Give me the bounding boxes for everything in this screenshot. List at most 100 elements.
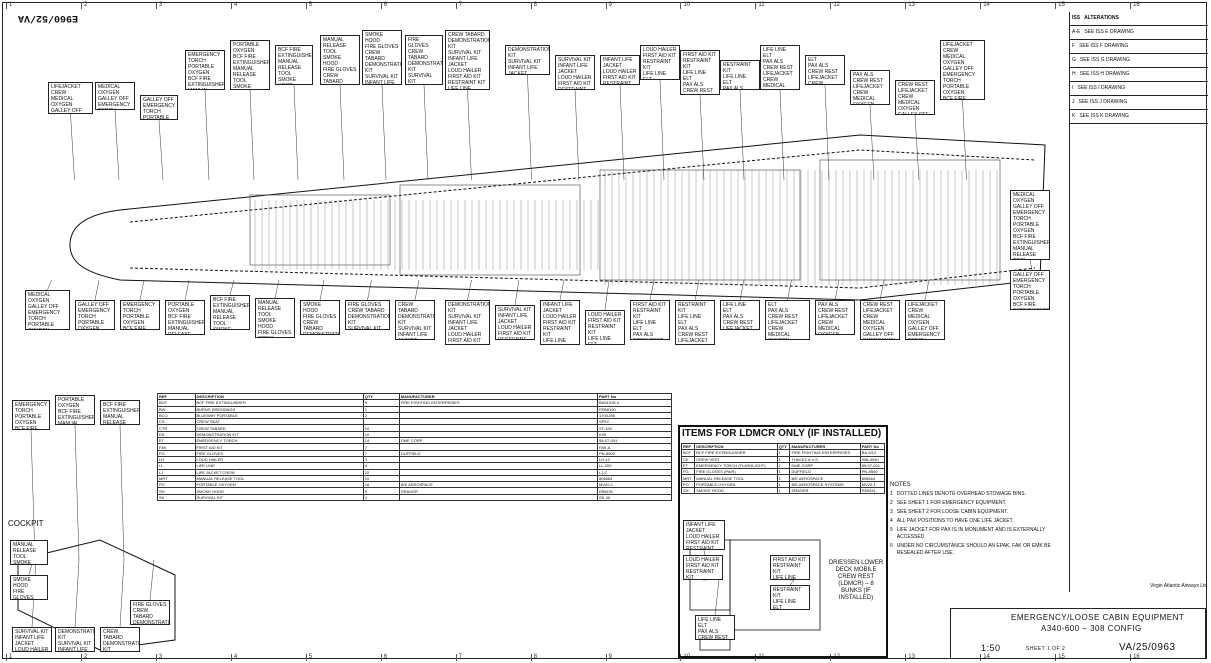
ruler-mark: 2 bbox=[80, 2, 156, 9]
callout-item: GALLEY OFF bbox=[908, 326, 939, 332]
callout-item: LIFE LINE bbox=[448, 86, 472, 90]
callout-item: FIRST AID KIT bbox=[633, 302, 666, 308]
callout-item: SURVIVAL KIT bbox=[448, 50, 482, 56]
equipment-table-cell: DRAGER bbox=[398, 487, 599, 495]
ldmcr-table-cell: SH bbox=[680, 487, 696, 495]
equipment-table-cell bbox=[398, 418, 599, 426]
callout-item: MEDICAL OXYGEN bbox=[853, 96, 876, 105]
revision-cell: A-E bbox=[1072, 29, 1081, 35]
callout-item: BCF FIRE EXTINGUISHER bbox=[103, 402, 140, 414]
callout-item: FIRST AID KIT bbox=[448, 338, 481, 344]
ruler-mark: 9 bbox=[605, 2, 681, 9]
equipment-table-cell: R55431 bbox=[597, 487, 672, 495]
callout-item: FIRST AID KIT bbox=[773, 557, 806, 563]
callout-item: FIRE GLOVES bbox=[258, 330, 292, 336]
callout-item: BCF FIRE EXTINGUISHER bbox=[233, 54, 270, 66]
note-text: SEE SHEET 1 FOR EMERGENCY EQUIPMENT. bbox=[896, 500, 1007, 506]
callout-item: DEMONSTRATION KIT bbox=[365, 62, 402, 74]
equipment-table-cell bbox=[398, 430, 599, 439]
leader-line bbox=[714, 579, 720, 616]
callout-item: ELT bbox=[808, 57, 817, 63]
equipment-table-cell: LJ-C bbox=[597, 468, 672, 476]
ruler-mark: 13 bbox=[905, 654, 980, 661]
callout-item: CREW TABARD bbox=[303, 320, 323, 332]
leader-line bbox=[119, 559, 125, 628]
callout-item: PORTABLE OXYGEN bbox=[58, 397, 85, 409]
ldmcr-title: ITEMS FOR LDMCR ONLY (IF INSTALLED) bbox=[682, 428, 882, 439]
callout-item: DEMONSTRATION KIT bbox=[58, 629, 95, 641]
callout-item: BCF FIRE EXTINGUISHER bbox=[15, 426, 38, 430]
callout-item: INFANT LIFE JACKET bbox=[365, 80, 395, 85]
callout-item: PAX ALS bbox=[678, 326, 699, 332]
equipment-table-cell: LL-200 bbox=[597, 462, 672, 470]
callout-item: LIFEJACKET CREW bbox=[683, 94, 717, 95]
note-text: ALL PAX POSITIONS TO HAVE ONE LIFE JACKE… bbox=[896, 518, 1014, 524]
ldmcr-table-cell: R55431 bbox=[859, 487, 886, 495]
equipment-table-cell: 7 bbox=[362, 449, 400, 457]
callout-item: DEMONSTRATION KIT bbox=[448, 38, 490, 50]
callout-item: LIFE LINE bbox=[543, 338, 567, 344]
callout-item: SMOKE HOOD bbox=[233, 84, 252, 90]
callout-item: GALLEY OFF bbox=[78, 302, 109, 308]
callout-item: SURVIVAL KIT bbox=[365, 74, 399, 80]
ldmcr-table-cell: CREW VEST bbox=[694, 455, 778, 463]
leader-line bbox=[787, 279, 792, 301]
note-number: 4 bbox=[890, 518, 893, 524]
callout-item: FIRST AID KIT bbox=[603, 75, 636, 81]
leader-line bbox=[789, 579, 795, 586]
equipment-table-cell: MV20-1 bbox=[597, 481, 672, 489]
callout-item: EMERGENCY TORCH bbox=[863, 338, 897, 339]
callout-item: FIRST AID KIT bbox=[498, 331, 531, 337]
callout-item: FIRST AID KIT bbox=[543, 320, 576, 326]
equipment-table-cell: 9 bbox=[362, 399, 400, 407]
callout-item: INFANT LIFE JACKET bbox=[15, 635, 45, 647]
leader-line bbox=[423, 84, 429, 181]
callout-item: LIFEJACKET CREW bbox=[863, 308, 893, 320]
callout-item: CREW REST bbox=[818, 308, 848, 314]
callout-item: LOUD HAILER bbox=[498, 325, 532, 331]
callout-item: PORTABLE OXYGEN bbox=[188, 64, 215, 76]
equipment-table-cell: 3 bbox=[362, 455, 400, 464]
callout-item: EMERGENCY TORCH bbox=[1013, 278, 1046, 290]
callout-item: ELT bbox=[723, 308, 732, 314]
callout-item: EMERGENCY TORCH bbox=[943, 72, 976, 84]
callout-item: PAX ALS bbox=[808, 63, 829, 69]
cockpit-label: COCKPIT bbox=[8, 519, 44, 528]
callout-item: RESTRAINT KIT bbox=[773, 587, 802, 599]
ldmcr-panel bbox=[678, 425, 888, 658]
callout-item: CREW REST bbox=[698, 635, 728, 640]
callout-item: LOUD HAILER bbox=[686, 557, 720, 563]
ldmcr-table-cell: MRT bbox=[680, 474, 696, 482]
leader-line bbox=[559, 279, 565, 301]
callout-item: RESTRAINT KIT bbox=[588, 324, 617, 336]
equipment-table-cell bbox=[398, 405, 599, 413]
leader-line bbox=[739, 89, 745, 181]
equipment-table-cell: SK-40 bbox=[597, 493, 672, 502]
callout-item: CREW REST bbox=[763, 65, 793, 71]
equipment-table-cell: 4 bbox=[362, 493, 400, 502]
callout-item: CREW TABARD bbox=[448, 32, 485, 38]
callout-item: DEMONSTRATION KIT bbox=[103, 641, 140, 652]
ldmcr-description: DRIESSEN LOWER DECK MOBILE CREW REST (LD… bbox=[828, 560, 884, 601]
